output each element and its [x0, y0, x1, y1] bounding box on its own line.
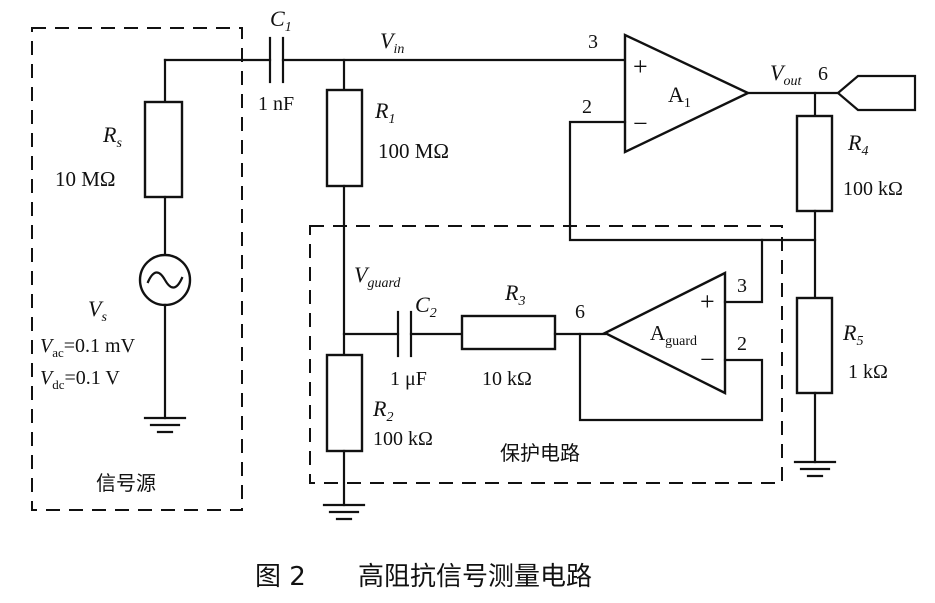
a1-label: A1 [668, 82, 691, 111]
signal-source-group-box [31, 27, 243, 511]
r2-value: 100 kΩ [373, 428, 433, 450]
a1-pin-2: 2 [582, 96, 592, 118]
c1-label: C1 [270, 6, 292, 35]
a1-minus-sign: − [633, 109, 648, 138]
vac-label: Vac=0.1 mV [40, 335, 136, 360]
r2-label: R2 [372, 396, 393, 425]
resistor-r3 [460, 314, 557, 351]
signal-source-label: 信号源 [96, 471, 156, 495]
r3-label: R3 [504, 280, 525, 309]
resistor-r2 [325, 353, 364, 453]
resistor-r1 [325, 88, 364, 188]
ground-icon-r5 [793, 460, 837, 478]
r1-label: R1 [374, 98, 395, 127]
r5-label: R5 [842, 320, 863, 349]
vin-label: Vin [380, 28, 404, 57]
ground-icon-r2 [322, 503, 366, 521]
source-branch [138, 58, 272, 434]
c2-value: 1 μF [390, 368, 427, 390]
a1-pin-6: 6 [818, 63, 828, 85]
guard-circuit-label: 保护电路 [500, 441, 580, 465]
r4-value: 100 kΩ [843, 178, 903, 200]
vs-label: Vs [88, 296, 107, 325]
aguard-label: Aguard [650, 321, 697, 349]
aguard-plus-sign: + [700, 287, 715, 316]
vguard-label: Vguard [354, 262, 401, 291]
r4-label: R4 [847, 130, 868, 159]
r3-value: 10 kΩ [482, 368, 532, 390]
wire-aguard-feedback [578, 332, 764, 422]
aguard-pin-2: 2 [737, 333, 747, 355]
vout-label: Vout [770, 60, 802, 89]
wire-aguard-plus-input [723, 238, 764, 304]
capacitor-c1 [268, 36, 285, 84]
figure-number: 图 2 [255, 562, 306, 592]
ground-icon-source [143, 416, 187, 434]
capacitor-c2 [396, 310, 413, 358]
wire-a1-feedback [568, 120, 817, 242]
aguard-minus-sign: − [700, 345, 715, 374]
sine-wave-icon [146, 271, 184, 289]
vdc-label: Vdc=0.1 V [40, 367, 120, 392]
resistor-r5 [795, 296, 834, 395]
rs-value: 10 MΩ [55, 167, 116, 191]
figure-title: 高阻抗信号测量电路 [358, 562, 592, 592]
c2-label: C2 [415, 292, 437, 321]
aguard-pin-6: 6 [575, 301, 585, 323]
opamp-aguard [602, 271, 727, 395]
output-terminal-icon [836, 74, 917, 112]
r1-value: 100 MΩ [378, 139, 449, 163]
resistor-rs [143, 100, 184, 199]
rs-label: Rs [102, 122, 122, 151]
resistor-r4 [795, 114, 834, 213]
c1-value: 1 nF [258, 93, 294, 115]
a1-pin-3: 3 [588, 31, 598, 53]
opamp-a1 [623, 33, 751, 154]
r5-value: 1 kΩ [848, 361, 888, 383]
a1-plus-sign: + [633, 52, 648, 81]
aguard-pin-3: 3 [737, 275, 747, 297]
